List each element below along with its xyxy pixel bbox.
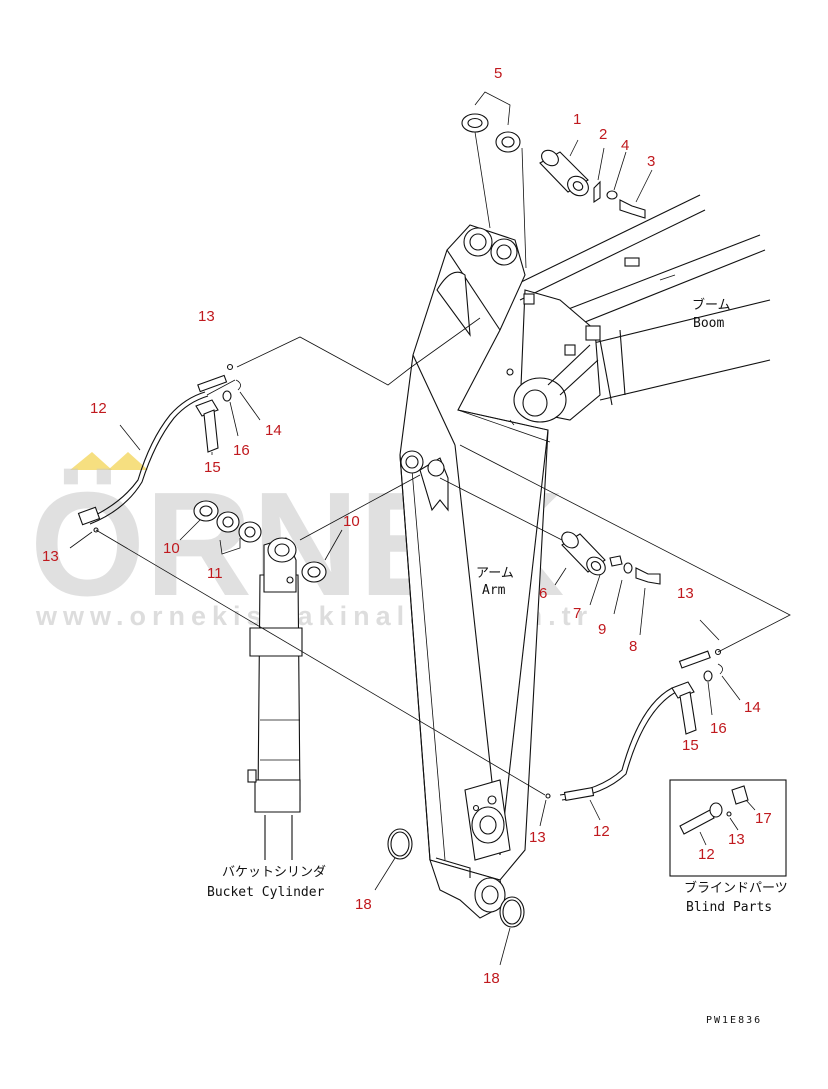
callout-15-right: 15 (682, 737, 699, 754)
callout-12-lower: 12 (593, 823, 610, 840)
part-5-shims (461, 91, 527, 269)
callout-14-left: 14 (265, 422, 282, 439)
blind-parts-label-en: Blind Parts (686, 900, 772, 915)
callout-7: 7 (573, 605, 581, 622)
callout-13-inset: 13 (728, 831, 745, 848)
drawing-code: PW1E836 (706, 1015, 762, 1026)
callout-1: 1 (573, 111, 581, 128)
part-18-o-rings (374, 828, 525, 966)
part-6-pin-assembly (554, 531, 661, 636)
part-15-16-fittings-left (195, 363, 261, 455)
callout-13-lower: 13 (529, 829, 546, 846)
callout-16-left: 16 (233, 442, 250, 459)
callout-4: 4 (621, 137, 629, 154)
boom-drawing (513, 194, 771, 423)
arm-label-jp: アーム (476, 566, 514, 581)
callout-12-left: 12 (90, 400, 107, 417)
guide-lines (95, 317, 791, 796)
blind-parts-inset (669, 779, 787, 877)
callout-8: 8 (629, 638, 637, 655)
arm-drawing (399, 224, 551, 919)
watermark-accent-icon (70, 452, 112, 470)
bucket-cylinder-drawing (247, 537, 303, 860)
callout-11: 11 (207, 565, 223, 582)
callout-9: 9 (598, 621, 606, 638)
callout-12-inset: 12 (698, 846, 715, 863)
callout-10-right: 10 (343, 513, 360, 530)
part-labels: ブーム Boom アーム Arm バケットシリンダ Bucket Cylinde… (207, 297, 788, 1026)
callout-18-left: 18 (355, 896, 372, 913)
callout-3: 3 (647, 153, 655, 170)
callout-numbers: 5 1 2 4 3 13 12 14 16 15 10 10 11 13 6 7… (42, 65, 772, 987)
part-12-hose-left (69, 374, 228, 549)
callout-13-right: 13 (677, 585, 694, 602)
callout-6: 6 (539, 585, 547, 602)
callout-17: 17 (755, 810, 772, 827)
bucket-cylinder-label-en: Bucket Cylinder (207, 885, 325, 900)
watermark-accent-icon (108, 452, 148, 470)
callout-14-right: 14 (744, 699, 761, 716)
bucket-cylinder-label-jp: バケットシリンダ (222, 865, 326, 880)
part-12-hose-right (539, 648, 741, 827)
callout-18-bottom: 18 (483, 970, 500, 987)
boom-label-en: Boom (693, 316, 724, 331)
callout-16-right: 16 (710, 720, 727, 737)
part-1-pin-assembly (539, 139, 653, 219)
boom-label-jp: ブーム (692, 297, 731, 313)
callout-10-left: 10 (163, 540, 180, 557)
callout-13-top: 13 (198, 308, 215, 325)
callout-2: 2 (599, 126, 607, 143)
part-10-11-washers (179, 500, 343, 583)
blind-parts-label-jp: ブラインドパーツ (684, 880, 788, 896)
callout-15-left: 15 (204, 459, 221, 476)
callout-13-left: 13 (42, 548, 59, 565)
callout-5: 5 (494, 65, 502, 82)
arm-label-en: Arm (482, 583, 506, 598)
